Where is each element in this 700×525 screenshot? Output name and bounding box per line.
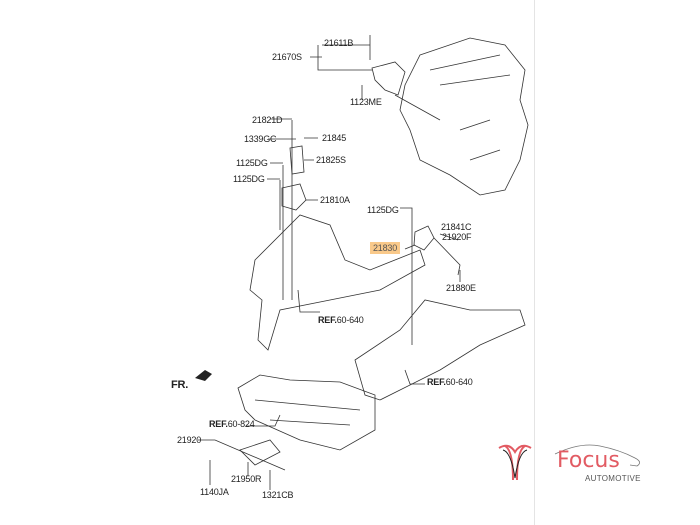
divider — [534, 0, 535, 525]
part-label[interactable]: 21821D — [252, 115, 283, 125]
part-label[interactable]: 21810A — [320, 195, 350, 205]
part-label[interactable]: 21920F — [442, 232, 472, 242]
leader-lines-left — [267, 118, 318, 300]
car-outline-icon — [554, 444, 640, 467]
reference-label[interactable]: REF.60-824 — [209, 419, 255, 429]
ref-number: 60-640 — [445, 377, 473, 387]
part-label[interactable]: 21880E — [446, 283, 476, 293]
logo-emblem-icon — [498, 444, 532, 481]
part-label[interactable]: 1125DG — [236, 158, 268, 168]
reference-label[interactable]: REF.60-640 — [427, 377, 473, 387]
part-label[interactable]: 21841C — [441, 222, 472, 232]
front-direction-label: FR. — [171, 379, 189, 391]
ref-leader-left — [297, 289, 320, 313]
ref-number: 60-640 — [336, 315, 364, 325]
brand-tagline: AUTOMOTIVE — [585, 474, 641, 483]
bracket-21670S — [371, 61, 406, 96]
mount-21830 — [413, 225, 435, 251]
front-arrow-icon — [195, 370, 212, 381]
leader-lines-top — [310, 35, 441, 121]
part-label[interactable]: 1123ME — [350, 97, 382, 107]
side-member-left — [249, 214, 426, 351]
side-member-right — [354, 299, 526, 401]
leader-lines-bottom — [198, 439, 286, 490]
ref-prefix: REF. — [209, 419, 228, 429]
highlighted-part-label[interactable]: 21830 — [370, 242, 401, 254]
part-label[interactable]: 1321CB — [262, 490, 294, 500]
part-label[interactable]: 1125DG — [233, 174, 265, 184]
focus-automotive-logo — [498, 444, 640, 481]
part-label[interactable]: 1339GC — [244, 134, 277, 144]
ref-prefix: REF. — [427, 377, 446, 387]
ref-leader-subframe — [246, 414, 281, 427]
mount-21825S — [289, 145, 305, 175]
part-label[interactable]: 1125DG — [367, 205, 399, 215]
engine-block — [399, 37, 529, 196]
part-label[interactable]: 1140JA — [200, 487, 229, 497]
mount-21950R — [239, 439, 281, 466]
part-label[interactable]: 21825S — [316, 155, 346, 165]
reference-label[interactable]: REF.60-640 — [318, 315, 364, 325]
ref-prefix: REF. — [318, 315, 337, 325]
part-label[interactable]: 21670S — [272, 52, 302, 62]
part-label[interactable]: 21950R — [231, 474, 262, 484]
leader-lines-right — [400, 207, 461, 345]
ref-number: 60-824 — [227, 419, 255, 429]
brand-name: Focus — [557, 448, 620, 473]
logo-emblem-dark-icon — [502, 449, 528, 479]
part-label[interactable]: 21611B — [324, 38, 354, 48]
subframe — [237, 374, 376, 451]
part-label[interactable]: 21920 — [177, 435, 202, 445]
part-label[interactable]: 21845 — [322, 133, 347, 143]
ref-leader-right — [404, 369, 425, 385]
mount-21810A — [281, 183, 307, 211]
